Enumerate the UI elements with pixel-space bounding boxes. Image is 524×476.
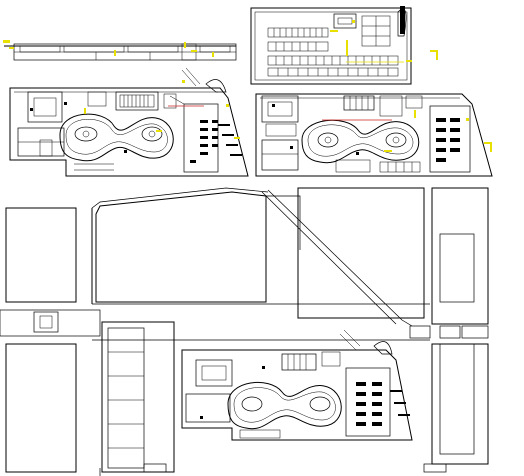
- ground-floor-plan: [9, 67, 249, 177]
- elevation-strip: [3, 40, 237, 61]
- site-plan: [0, 187, 489, 476]
- parking-level-plan: [250, 6, 438, 85]
- first-floor-plan: [255, 93, 493, 177]
- site-building-footprint: [181, 329, 413, 441]
